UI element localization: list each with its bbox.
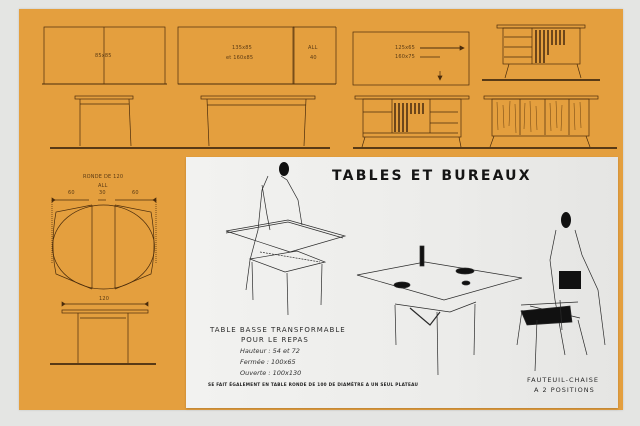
table-spec-height: Hauteur : 54 et 72 bbox=[240, 347, 300, 355]
small-table-plan-drawing bbox=[42, 26, 167, 85]
desk-plan-dimension-2: 160x75 bbox=[395, 54, 416, 60]
small-table-elevation-drawing bbox=[74, 95, 134, 147]
round-table-plan-drawing bbox=[51, 197, 157, 290]
medium-table-dimension-2: et 160x85 bbox=[226, 55, 254, 61]
table-spec-open: Ouverte : 100x130 bbox=[240, 369, 302, 377]
medium-table-extension-label: ALL bbox=[308, 45, 318, 51]
sideboard-elevation-drawing bbox=[483, 95, 599, 148]
table-caption-line2: POUR LE REPAS bbox=[241, 336, 309, 344]
round-table-segment-right: 60 bbox=[132, 190, 139, 196]
round-table-segment-left: 60 bbox=[68, 190, 75, 196]
woman-adjusting-table-illustration bbox=[225, 162, 347, 316]
small-table-dimension: 85x85 bbox=[95, 53, 112, 59]
dining-table-illustration bbox=[356, 245, 523, 376]
medium-table-dimension-1: 135x85 bbox=[232, 45, 253, 51]
round-table-width: 120 bbox=[99, 296, 110, 302]
desk-plan-dimension-1: 125x65 bbox=[395, 45, 416, 51]
round-table-title: RONDE DE 120 bbox=[83, 174, 124, 180]
medium-table-elevation-drawing bbox=[200, 95, 316, 147]
medium-table-plan-drawing bbox=[177, 26, 337, 85]
armchair-caption-line2: A 2 POSITIONS bbox=[534, 386, 595, 394]
table-caption-line1: TABLE BASSE TRANSFORMABLE bbox=[210, 326, 346, 334]
medium-table-extension-value: 40 bbox=[310, 55, 317, 61]
round-table-extension-label: ALL bbox=[98, 183, 108, 189]
desk-cabinet-drawing bbox=[496, 24, 586, 79]
round-table-segment-middle: 30 bbox=[99, 190, 106, 196]
round-table-elevation-drawing bbox=[50, 301, 156, 365]
desk-plan-drawing bbox=[352, 31, 470, 86]
armchair-caption-line1: FAUTEUIL-CHAISE bbox=[527, 376, 599, 384]
page-title: TABLES ET BUREAUX bbox=[332, 168, 532, 184]
floor-lines bbox=[50, 79, 617, 149]
armchair-with-figure-illustration bbox=[516, 212, 606, 372]
desk-elevation-drawing bbox=[354, 95, 470, 148]
footnote: SE FAIT ÉGALEMENT EN TABLE RONDE DE 100 … bbox=[208, 383, 419, 388]
table-spec-closed: Fermée : 100x65 bbox=[240, 358, 296, 366]
